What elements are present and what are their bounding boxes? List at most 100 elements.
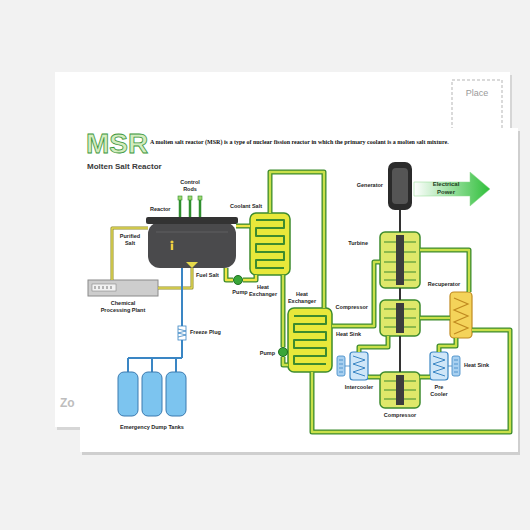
exchanger-coil [256,220,284,268]
generator-detail [392,168,408,204]
pipe-stroke [312,330,510,432]
recuperator-coil [454,298,468,334]
pipe-connector [112,228,148,280]
component-label: Pre Cooler [427,384,451,398]
plant-display [92,284,116,291]
compressor-core [396,375,404,405]
shaft-line [400,336,401,372]
pipe-connector [368,377,380,378]
pipe-connector [270,172,324,308]
intercooler: Intercooler [350,352,368,380]
reactor-detail [156,232,228,233]
pipe-stroke [243,275,256,280]
control-rod [199,200,202,218]
reactor-vessel: Reactor [148,218,236,268]
pipe-connector [283,275,284,347]
generator: Generator [388,162,412,210]
pipe-stroke [226,268,233,280]
pipe-stroke [283,357,288,365]
pipe-connector [243,275,256,280]
part-label: Fuel Salt [196,272,219,279]
pipe-stroke [399,210,401,232]
compressor-core [396,303,404,333]
pipe-stroke [359,336,388,352]
cooler-coil [433,356,445,376]
dump-tanks: Emergency Dump Tanks [115,358,190,420]
pipe-stroke [399,288,401,300]
turbine-body [380,232,420,288]
plant-box [88,280,158,296]
component-label: Emergency Dump Tanks [120,424,184,431]
part-label: Coolant Salt [230,203,262,210]
output-label: Electrical Power [426,181,466,196]
heat-sink-symbol [339,360,350,372]
pipe-stroke [112,228,148,280]
pipe-stroke [236,224,250,229]
pipe-stroke [359,336,388,352]
pipe-stroke [368,375,380,380]
pipe-connector [420,318,450,319]
caption: A molten salt reactor (MSR) is a type of… [150,139,514,147]
pipe-connector [182,268,183,358]
dump-tank [118,372,138,416]
shaft-line [400,288,401,300]
heat-exchanger: Heat Exchanger [288,308,332,372]
component-label: Compressor [336,304,368,311]
pump-symbol: Pump [278,347,288,357]
watermark: Zo [60,396,75,411]
compressor: Compressor [380,300,420,336]
processing-plant: Chemical Processing Plant [88,280,158,296]
pipe-stroke [420,375,430,380]
pipe-stroke [158,268,192,288]
pipe-stroke [439,338,456,352]
part-label: Purified Salt [116,233,144,247]
pipe-stroke [243,275,256,280]
title: MSR [86,130,148,158]
pipe-connector [158,268,192,288]
front-card [80,128,518,452]
pipe-connector [439,338,456,352]
pre-cooler: Pre Cooler [430,352,448,380]
reactor-lid [146,217,238,224]
pipe-stroke [420,250,469,292]
person-icon [171,244,173,250]
pipe-connector [236,226,250,227]
recuperator-body [450,292,472,338]
component-label: Heat Exchanger [248,284,278,298]
pipe-connector [420,377,430,378]
component-label: Intercooler [345,384,373,391]
pipe-connector [312,330,510,432]
pipe-stroke [112,228,148,280]
heat-sink-symbol [337,356,345,376]
pipe-stroke [158,268,192,288]
pipe-stroke [270,172,324,308]
cooler-coil [353,356,365,376]
dump-manifold [128,358,182,372]
stamp-text: Place [466,88,489,99]
exchanger-body [250,213,290,275]
fuel-funnel [186,262,198,268]
pipe-stroke [420,316,450,321]
generator-body [388,162,412,210]
pipe-stroke [270,172,324,308]
pipe-stroke [399,336,401,372]
rod-cap [178,196,182,200]
pipe-stroke [332,262,380,326]
control-rod [179,200,182,218]
subtitle: Molten Salt Reactor [87,162,162,172]
reactor-body [148,222,236,268]
freeze-plug-symbol [178,329,186,337]
power-arrow [414,172,490,206]
person-icon [170,240,173,243]
heat-sink-symbol [452,356,460,376]
cooler-body [430,352,448,380]
recuperator: Recuperator [450,292,472,338]
rod-cap [198,196,202,200]
component-label: Recuperator [428,281,460,288]
pipe-stroke [281,275,286,347]
